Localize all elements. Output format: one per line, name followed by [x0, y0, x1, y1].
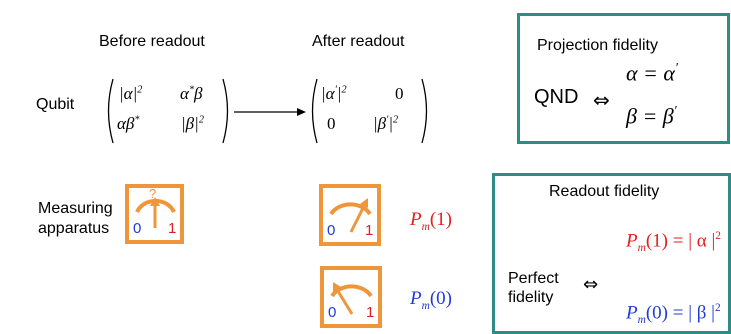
- perfect-label-line1: Perfect: [508, 269, 559, 288]
- meter-zero-label: 0: [327, 222, 335, 239]
- matrix-after-a21: 0: [327, 114, 336, 134]
- equivalence-icon: ⇔: [583, 274, 598, 295]
- header-before-readout: Before readout: [99, 33, 205, 51]
- readout-fidelity-title: Readout fidelity: [549, 183, 659, 201]
- header-after-readout: After readout: [312, 33, 405, 51]
- meter-one-label: 1: [366, 304, 374, 321]
- density-matrix-after: |α'|2 0 0 |β'|2: [307, 76, 432, 146]
- readout-eq-zero: Pm(0) = | β |2: [626, 302, 721, 326]
- projection-fidelity-title: Projection fidelity: [537, 37, 658, 55]
- matrix-before-a22: |β|2: [181, 114, 204, 134]
- evolution-arrow-icon: [233, 106, 307, 118]
- matrix-before-a11: |α|2: [119, 84, 142, 104]
- measuring-apparatus-label: Measuring apparatus: [38, 199, 113, 239]
- matrix-after-a11: |α'|2: [321, 84, 347, 104]
- matrix-after-a12: 0: [395, 84, 404, 104]
- outcome-probability-one: Pm(1): [410, 209, 452, 233]
- qubit-label: Qubit: [36, 96, 74, 114]
- projection-eq-alpha: α = α': [626, 60, 678, 86]
- matrix-before-a12: α*β: [180, 84, 203, 104]
- outcome-probability-zero: Pm(0): [410, 288, 452, 312]
- measuring-label-line2: apparatus: [38, 219, 113, 239]
- readout-eq-one: Pm(1) = | α |2: [626, 230, 721, 254]
- matrix-before-a21: αβ*: [117, 114, 139, 134]
- matrix-after-a22: |β'|2: [373, 114, 398, 134]
- meter-undetermined: ? 0 1: [125, 184, 184, 244]
- equivalence-icon: ⇔: [593, 88, 610, 112]
- density-matrix-before: |α|2 α*β αβ* |β|2: [103, 76, 233, 146]
- meter-zero-label: 0: [133, 220, 141, 237]
- meter-zero-label: 0: [328, 304, 336, 321]
- measuring-label-line1: Measuring: [38, 199, 113, 219]
- readout-fidelity-box: Readout fidelity Pm(1) = | α |2 Perfect …: [492, 173, 731, 334]
- perfect-fidelity-label: Perfect fidelity: [508, 269, 559, 307]
- meter-reads-zero: 0 1: [320, 266, 382, 328]
- meter-one-label: 1: [168, 220, 176, 237]
- meter-question-mark: ?: [149, 186, 156, 201]
- perfect-label-line2: fidelity: [508, 288, 559, 307]
- meter-reads-one: 0 1: [319, 184, 381, 246]
- projection-eq-beta: β = β': [626, 103, 677, 129]
- meter-one-label: 1: [365, 222, 373, 239]
- qnd-label: QND: [534, 86, 578, 109]
- projection-fidelity-box: Projection fidelity QND ⇔ α = α' β = β': [517, 13, 730, 144]
